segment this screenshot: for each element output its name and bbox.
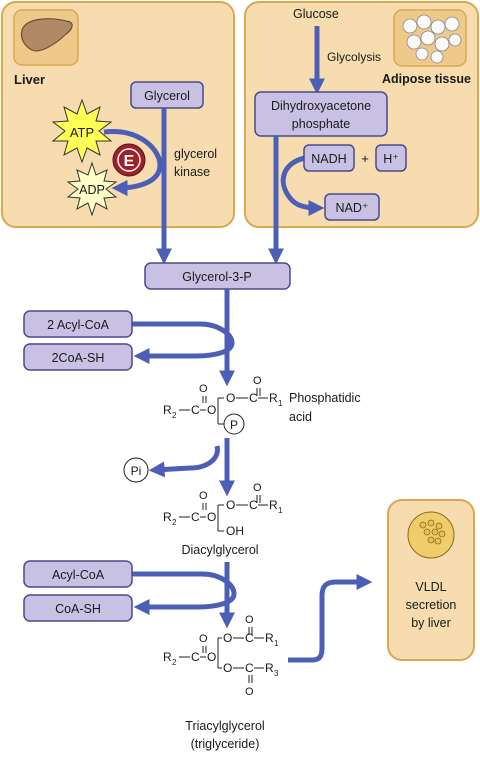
tag-r1: R [265,631,274,645]
glycerol-kinase-line1: glycerol [174,147,217,161]
nad-plus-label: NAD⁺ [336,201,369,215]
pa-r1: R [269,391,278,405]
dag-o-top-right: O [253,482,262,494]
acyl-coa-2-box [23,310,133,338]
glycolysis-label: Glycolysis [327,50,381,64]
phosphatidic-acid-structure: O O R 2 C O O C R 1 P [163,375,283,435]
adp-label: ADP [79,183,105,197]
pa-o-left: O [207,403,216,417]
enzyme-icon: E [112,143,146,177]
atp-label: ATP [70,125,94,140]
tag-o-right1: O [223,631,232,645]
phosphate-label: P [230,418,238,432]
tag-o-right3: O [223,661,232,675]
vldl-line3: by liver [411,616,451,630]
nad-plus-box [324,193,380,221]
pi-circle [123,457,149,483]
tag-o-top-left: O [199,633,208,645]
dhap-box [254,91,388,137]
tag-o-left: O [207,650,216,664]
plus-sign: + [361,151,369,166]
diacylglycerol-label: Diacylglycerol [181,543,258,557]
dag-c-left: C [191,510,200,524]
tag-r3-sub: 3 [274,669,279,678]
dag-o-right: O [226,498,235,512]
h-plus-label: H⁺ [383,152,399,166]
pa-o-right: O [226,391,235,405]
pa-r1-sub: 1 [278,399,283,408]
tag-o-bottom: O [245,686,254,698]
glycerol-label: Glycerol [144,89,190,103]
nadh-box [303,144,355,172]
acyl-coa-2-label: 2 Acyl-CoA [47,318,109,332]
tag-to-vldl-arrow [288,573,373,663]
tag-r1-sub: 1 [274,639,279,648]
acyl-coa-label: Acyl-CoA [52,568,105,582]
atp-to-adp-arrow [103,129,163,196]
vldl-line1: VLDL [415,580,446,594]
dag-r2: R [163,510,172,524]
coash-2-box [23,343,133,371]
dag-o-top-left: O [199,490,208,502]
tag-r3: R [265,661,274,675]
acyl-coa-box [23,560,133,588]
glycerol-3-p-box [144,262,291,290]
pi-label: Pi [131,464,142,478]
tag-o-top-right: O [245,614,254,626]
phosphatidic-acid-line2: acid [289,410,312,424]
vldl-line2: secretion [406,598,457,612]
dag-oh: OH [226,524,244,538]
pa-r2: R [163,403,172,417]
liver-label: Liver [14,72,45,87]
liver-icon [13,9,79,66]
acyl-coa-2-arrow [132,321,235,365]
tag-c-left: C [191,650,200,664]
coash-label: CoA-SH [55,602,101,616]
nadh-label: NADH [311,152,346,166]
triacylglycerol-structure: O O R 2 C O O C R 1 O C R 3 O [163,614,279,698]
phosphatidic-acid-line1: Phosphatidic [289,391,361,405]
triacylglycerol-line1: Triacylglycerol [185,719,264,733]
nadh-to-nad-arrow [280,155,325,216]
phosphate-circle [223,413,245,435]
glycerol-3-p-label: Glycerol-3-P [182,270,251,284]
dag-r1: R [269,498,278,512]
coash-box [23,594,133,622]
tag-c-right3: C [245,661,254,675]
adp-burst [66,161,118,217]
dhap-label-line1: Dihydroxyacetone [271,99,371,113]
pa-c-right: C [249,391,258,405]
dhap-label-line2: phosphate [292,117,350,131]
diacylglycerol-structure: O O R 2 C O O C R 1 OH [163,482,283,538]
coash-2-label: 2CoA-SH [52,351,105,365]
vldl-particle-icon [407,511,455,559]
h-plus-box [375,144,407,172]
dag-o-left: O [207,510,216,524]
pa-r2-sub: 2 [172,411,177,420]
glycerol-box [130,81,204,109]
pa-c-left: C [191,403,200,417]
acyl-coa-arrow [132,571,237,616]
pa-o-top-right: O [253,375,262,387]
dag-r1-sub: 1 [278,506,283,515]
enzyme-symbol: E [124,153,135,170]
tag-c-right1: C [245,631,254,645]
pa-o-top-left: O [199,383,208,395]
glycerol-kinase-line2: kinase [174,165,210,179]
tag-r2: R [163,650,172,664]
dag-r2-sub: 2 [172,518,177,527]
pi-release-arrow [148,445,220,478]
adipose-label: Adipose tissue [382,72,471,86]
tag-r2-sub: 2 [172,658,177,667]
adipose-cells-icon [393,9,467,67]
atp-burst [51,98,113,164]
dag-c-right: C [249,498,258,512]
triacylglycerol-line2: (triglyceride) [191,737,260,751]
glucose-label: Glucose [293,7,339,21]
